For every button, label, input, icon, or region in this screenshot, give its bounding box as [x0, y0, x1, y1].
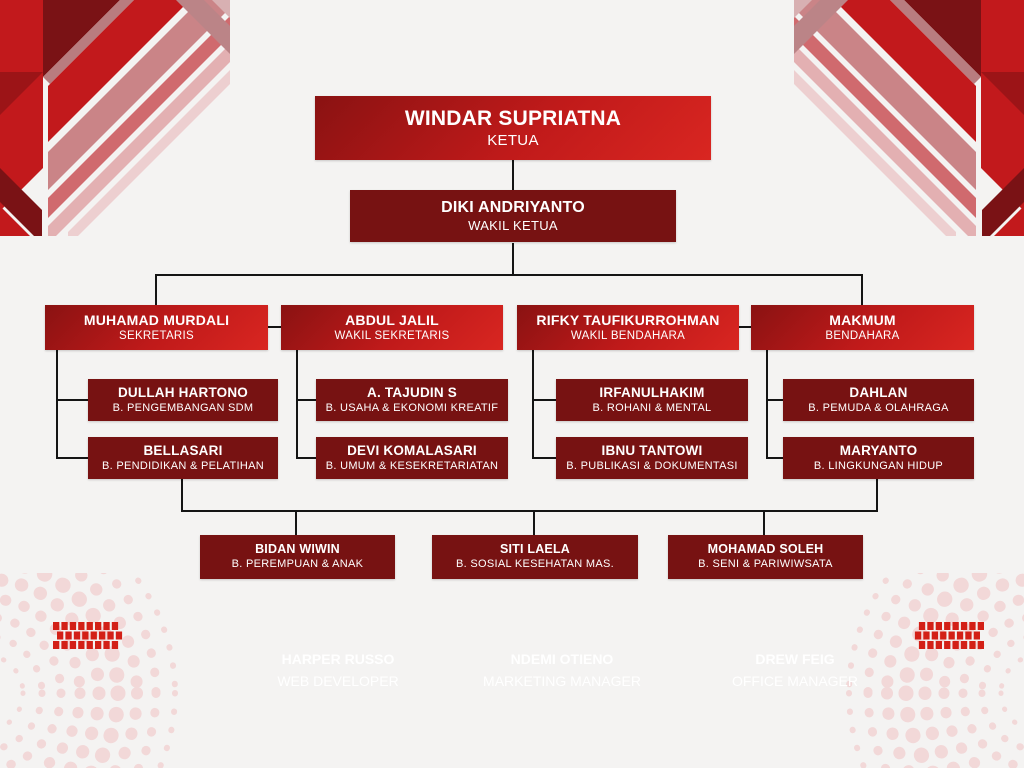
- ghost-role: OFFICE MANAGER: [731, 673, 858, 689]
- box-division: BELLASARI B. PENDIDIKAN & PELATIHAN: [88, 437, 278, 479]
- person-role: B. PUBLIKASI & DOKUMENTASI: [566, 459, 738, 472]
- ghost-entry: NDEMI OTIENO MARKETING MANAGER: [452, 651, 672, 689]
- person-name: IRFANULHAKIM: [599, 384, 705, 400]
- person-role: B. SOSIAL KESEHATAN MAS.: [456, 557, 614, 570]
- ghost-name: DREW FEIG: [755, 651, 835, 667]
- person-name: MOHAMAD SOLEH: [707, 542, 824, 557]
- person-role: B. LINGKUNGAN HIDUP: [813, 459, 944, 472]
- box-wakil-bendahara: RIFKY TAUFIKURROHMAN WAKIL BENDAHARA: [517, 305, 739, 350]
- connector-line: [296, 399, 316, 401]
- person-name: IBNU TANTOWI: [601, 442, 703, 458]
- ghost-entry: HARPER RUSSO WEB DEVELOPER: [228, 651, 448, 689]
- corner-stripes-decoration: [794, 0, 1024, 236]
- ghost-role: MARKETING MANAGER: [483, 673, 641, 689]
- person-name: A. TAJUDIN S: [367, 384, 457, 400]
- box-division: DAHLAN B. PEMUDA & OLAHRAGA: [783, 379, 974, 421]
- ghost-role: WEB DEVELOPER: [277, 673, 399, 689]
- dotted-rings-decoration: [0, 573, 178, 768]
- connector-line: [181, 510, 878, 512]
- person-name: BELLASARI: [143, 442, 223, 458]
- box-bendahara: MAKMUM BENDAHARA: [751, 305, 974, 350]
- person-role: WAKIL BENDAHARA: [570, 330, 686, 343]
- person-name: MARYANTO: [839, 442, 918, 458]
- connector-line: [766, 350, 768, 459]
- connector-line: [295, 510, 297, 535]
- ghost-name: HARPER RUSSO: [281, 651, 395, 667]
- connector-line: [876, 479, 878, 512]
- person-role: KETUA: [487, 131, 539, 149]
- connector-line: [56, 399, 88, 401]
- connector-line: [56, 350, 58, 459]
- dotted-rings-decoration: [846, 573, 1024, 768]
- person-role: WAKIL KETUA: [468, 217, 558, 233]
- connector-line: [56, 457, 88, 459]
- person-role: B. PEMUDA & OLAHRAGA: [808, 401, 949, 414]
- person-name: SITI LAELA: [499, 542, 571, 557]
- person-name: MUHAMAD MURDALI: [83, 311, 230, 328]
- person-name: ABDUL JALIL: [345, 311, 439, 328]
- person-name: DULLAH HARTONO: [117, 384, 249, 400]
- box-division: IBNU TANTOWI B. PUBLIKASI & DOKUMENTASI: [556, 437, 748, 479]
- person-role: B. PENDIDIKAN & PELATIHAN: [102, 459, 264, 472]
- connector-line: [763, 510, 765, 535]
- box-sekretaris: MUHAMAD MURDALI SEKRETARIS: [45, 305, 268, 350]
- connector-line: [861, 274, 863, 306]
- person-role: B. ROHANI & MENTAL: [592, 401, 712, 414]
- connector-line: [738, 326, 752, 328]
- box-division: MARYANTO B. LINGKUNGAN HIDUP: [783, 437, 974, 479]
- connector-line: [296, 350, 298, 459]
- box-division: BIDAN WIWIN B. PEREMPUAN & ANAK: [200, 535, 395, 579]
- person-role: SEKRETARIS: [119, 330, 194, 343]
- person-name: DIKI ANDRIYANTO: [441, 198, 585, 216]
- connector-line: [268, 326, 282, 328]
- person-role: B. PENGEMBANGAN SDM: [112, 401, 254, 414]
- connector-line: [766, 457, 783, 459]
- person-role: BENDAHARA: [825, 330, 900, 343]
- box-wakil-sekretaris: ABDUL JALIL WAKIL SEKRETARIS: [281, 305, 503, 350]
- connector-line: [532, 399, 556, 401]
- connector-line: [512, 243, 514, 275]
- box-division: A. TAJUDIN S B. USAHA & EKONOMI KREATIF: [316, 379, 508, 421]
- connector-line: [766, 399, 783, 401]
- person-role: WAKIL SEKRETARIS: [334, 330, 450, 343]
- box-division: IRFANULHAKIM B. ROHANI & MENTAL: [556, 379, 748, 421]
- connector-line: [532, 457, 556, 459]
- box-division: DEVI KOMALASARI B. UMUM & KESEKRETARIATA…: [316, 437, 508, 479]
- connector-line: [296, 457, 316, 459]
- person-role: B. UMUM & KESEKRETARIATAN: [325, 459, 499, 472]
- ghost-entry: DREW FEIG OFFICE MANAGER: [685, 651, 905, 689]
- red-dot-grid-decoration: [53, 622, 123, 649]
- person-name: BIDAN WIWIN: [255, 542, 340, 557]
- red-dot-grid-decoration: [914, 622, 984, 649]
- connector-line: [181, 479, 183, 512]
- corner-stripes-decoration: [0, 0, 230, 236]
- box-division: MOHAMAD SOLEH B. SENI & PARIWIWSATA: [668, 535, 863, 579]
- person-role: B. SENI & PARIWIWSATA: [698, 557, 833, 570]
- person-name: WINDAR SUPRIATNA: [404, 106, 622, 130]
- box-division: SITI LAELA B. SOSIAL KESEHATAN MAS.: [432, 535, 638, 579]
- person-name: MAKMUM: [829, 311, 896, 328]
- ghost-name: NDEMI OTIENO: [510, 651, 614, 667]
- person-name: RIFKY TAUFIKURROHMAN: [536, 311, 720, 328]
- box-ketua: WINDAR SUPRIATNA KETUA: [315, 96, 711, 160]
- box-wakil-ketua: DIKI ANDRIYANTO WAKIL KETUA: [350, 190, 676, 242]
- box-division: DULLAH HARTONO B. PENGEMBANGAN SDM: [88, 379, 278, 421]
- person-name: DAHLAN: [849, 384, 908, 400]
- person-name: DEVI KOMALASARI: [347, 442, 477, 458]
- connector-line: [155, 274, 157, 306]
- person-role: B. USAHA & EKONOMI KREATIF: [325, 401, 499, 414]
- person-role: B. PEREMPUAN & ANAK: [231, 557, 364, 570]
- connector-line: [512, 160, 514, 191]
- connector-line: [533, 510, 535, 535]
- connector-line: [155, 274, 863, 276]
- connector-line: [532, 350, 534, 459]
